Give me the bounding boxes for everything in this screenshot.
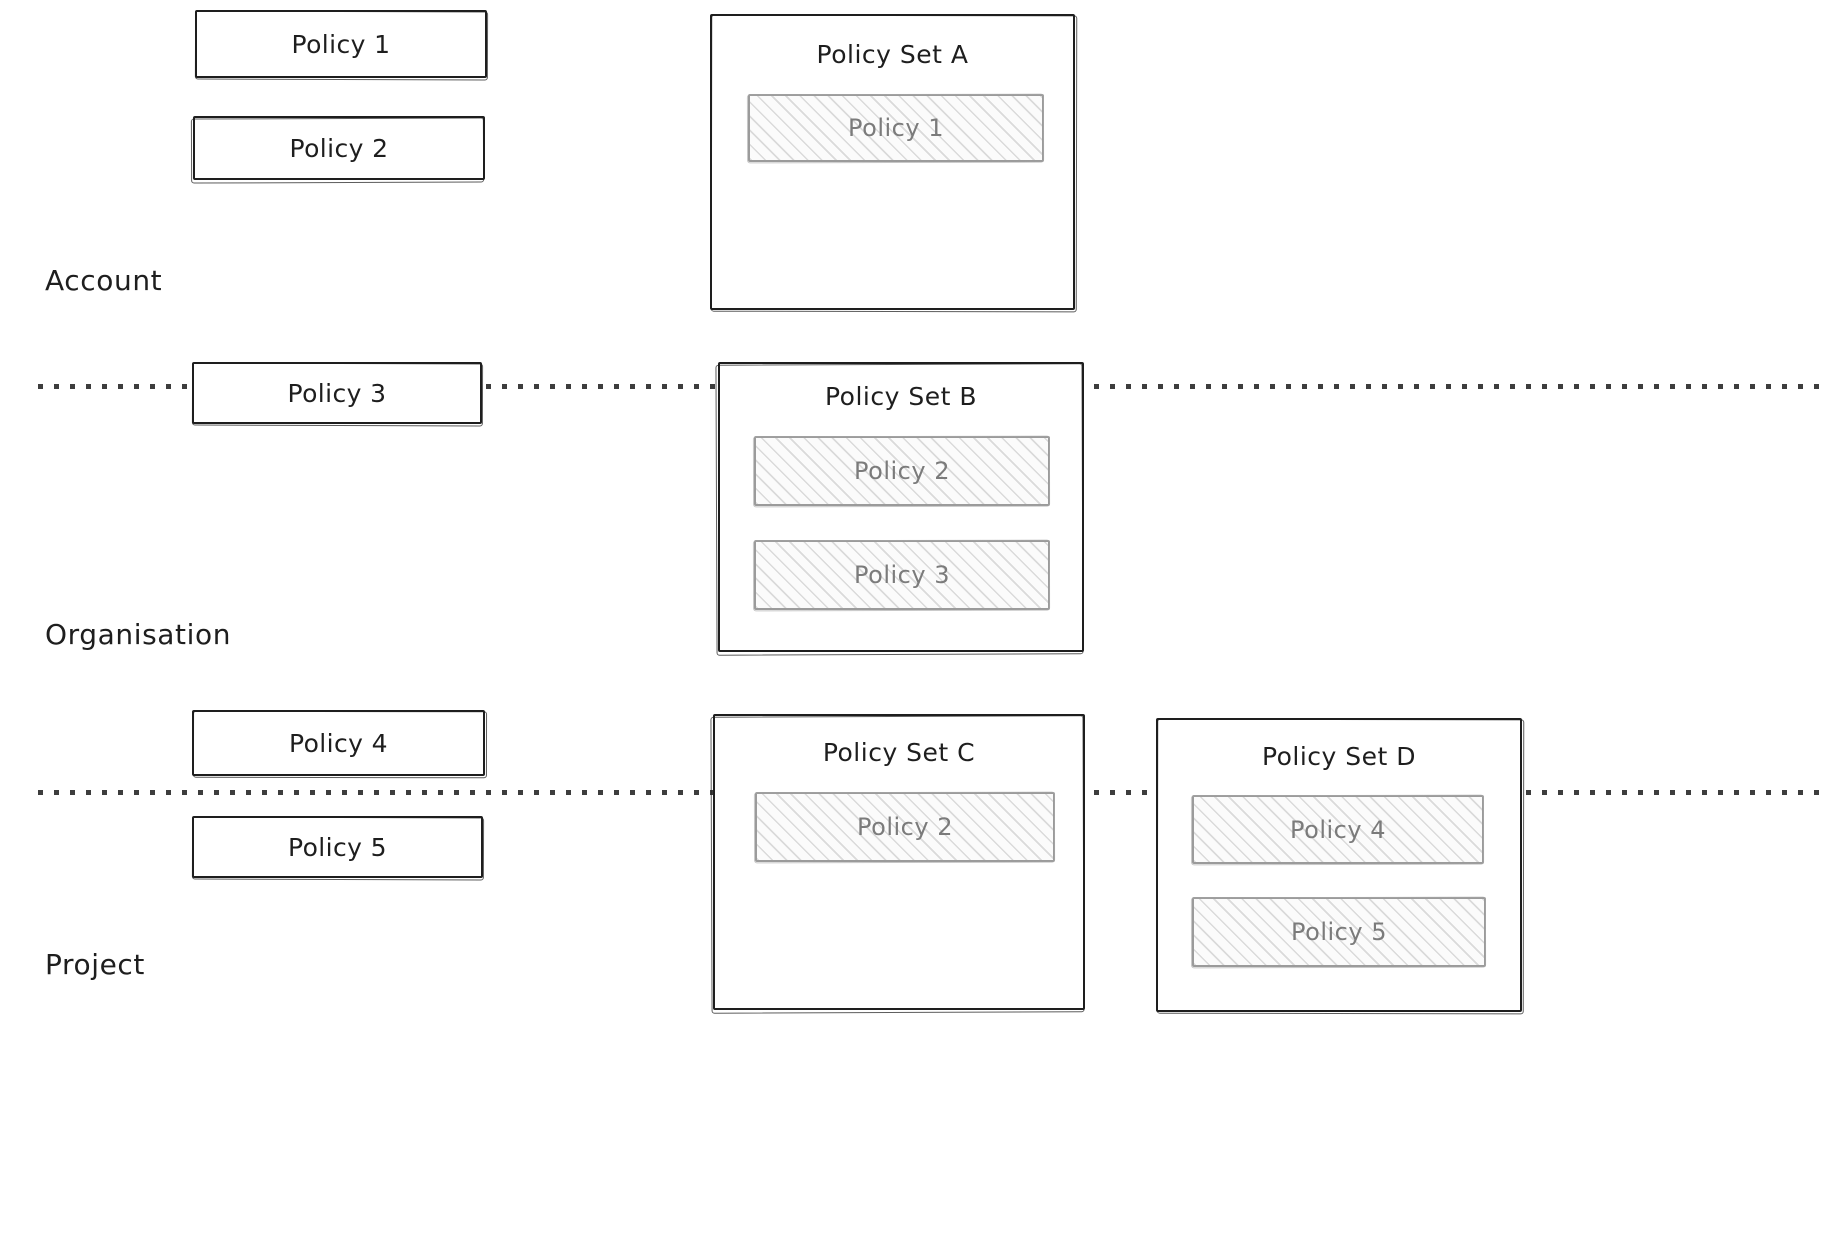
policy-label: Policy 2 xyxy=(289,133,389,163)
policy-set-member-label: Policy 5 xyxy=(1291,918,1387,946)
policy-label: Policy 4 xyxy=(289,728,388,758)
policy-set-member-label: Policy 2 xyxy=(854,457,950,485)
policy-set-member[interactable]: Policy 3 xyxy=(754,540,1050,610)
policy-set-member-label: Policy 2 xyxy=(857,813,953,841)
policy-set-member[interactable]: Policy 1 xyxy=(748,94,1044,162)
policy-set-d[interactable]: Policy Set D Policy 4 Policy 5 xyxy=(1156,718,1522,1012)
policy-set-member[interactable]: Policy 2 xyxy=(755,792,1055,862)
policy-set-b[interactable]: Policy Set B Policy 2 Policy 3 xyxy=(718,362,1084,652)
policy-set-member-label: Policy 1 xyxy=(848,114,944,142)
policy-box-account-2[interactable]: Policy 2 xyxy=(193,116,485,180)
policy-set-title: Policy Set C xyxy=(822,738,976,767)
policy-set-title: Policy Set B xyxy=(824,382,977,411)
policy-set-title: Policy Set D xyxy=(1261,742,1417,771)
policy-set-a[interactable]: Policy Set A Policy 1 xyxy=(710,14,1075,310)
policy-set-member[interactable]: Policy 5 xyxy=(1192,897,1486,967)
tier-label-organisation: Organisation xyxy=(45,618,232,651)
policy-set-member-label: Policy 4 xyxy=(1290,815,1386,844)
policy-set-member[interactable]: Policy 4 xyxy=(1192,795,1484,864)
tier-label-account: Account xyxy=(45,264,163,297)
policy-set-c[interactable]: Policy Set C Policy 2 xyxy=(713,714,1085,1010)
tier-label-project: Project xyxy=(45,948,145,981)
policy-set-member[interactable]: Policy 2 xyxy=(754,436,1050,506)
policy-set-member-label: Policy 3 xyxy=(854,561,950,589)
policy-box-project-2[interactable]: Policy 5 xyxy=(192,816,483,878)
policy-box-organisation-1[interactable]: Policy 3 xyxy=(192,362,482,424)
policy-label: Policy 5 xyxy=(288,832,387,862)
policy-label: Policy 1 xyxy=(291,29,391,59)
policy-box-account-1[interactable]: Policy 1 xyxy=(195,10,487,78)
policy-label: Policy 3 xyxy=(287,378,387,408)
policy-set-title: Policy Set A xyxy=(816,40,969,69)
policy-box-project-1[interactable]: Policy 4 xyxy=(192,710,485,776)
